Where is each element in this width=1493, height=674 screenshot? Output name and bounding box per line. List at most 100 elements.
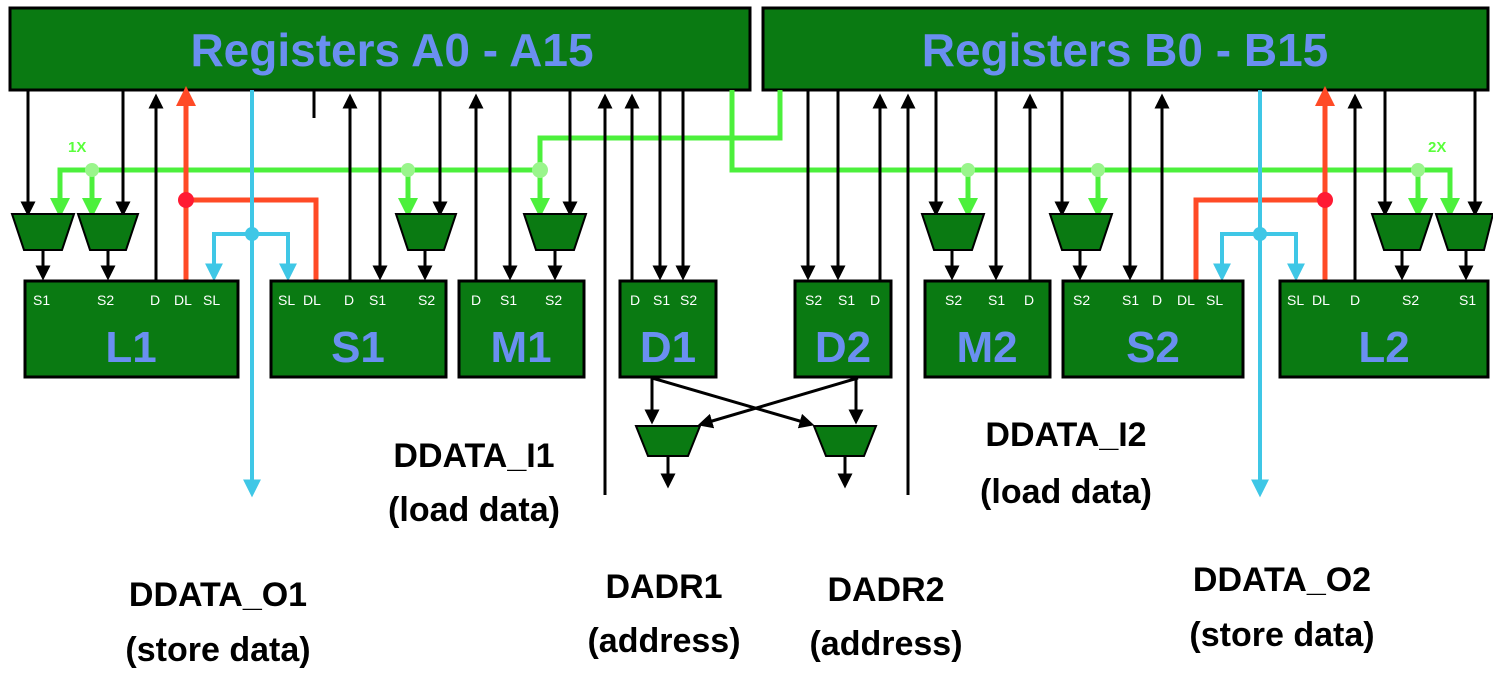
dadr2-desc: (address) xyxy=(809,625,962,663)
unit-l1-port: DL xyxy=(174,292,192,308)
dadr1-desc: (address) xyxy=(587,622,740,660)
unit-l2-port: S1 xyxy=(1459,292,1476,308)
ddata-i1-desc: (load data) xyxy=(388,491,560,529)
ddata-o2-desc: (store data) xyxy=(1189,616,1374,654)
mux-dadr1 xyxy=(634,425,702,457)
unit-s1-port: SL xyxy=(278,292,295,308)
unit-d2-box xyxy=(793,279,893,379)
unit-s2-name: S2 xyxy=(1126,323,1180,372)
unit-s1-box xyxy=(269,279,448,379)
unit-l2-port: D xyxy=(1350,292,1360,308)
junction-dot xyxy=(245,227,259,241)
unit-l2-box xyxy=(1278,279,1490,379)
unit-l2-name: L2 xyxy=(1358,323,1409,372)
unit-s1-name: S1 xyxy=(331,323,385,372)
unit-l1-port: SL xyxy=(203,292,220,308)
unit-l2: SL DL D S2 S1 L2 xyxy=(1278,279,1490,379)
cross-path-2x-label: 2X xyxy=(1428,139,1446,156)
junction-dot xyxy=(532,162,548,178)
mux-m2 xyxy=(920,213,986,251)
unit-s2-port: S2 xyxy=(1073,292,1090,308)
register-file-b-box xyxy=(761,6,1490,92)
unit-m1-name: M1 xyxy=(490,323,551,372)
junction-dot xyxy=(178,192,194,208)
unit-l1-port: S1 xyxy=(33,292,50,308)
unit-l1-name: L1 xyxy=(105,323,156,372)
unit-d2-name: D2 xyxy=(815,323,871,372)
unit-d1-box xyxy=(618,279,718,379)
junction-dot xyxy=(1091,163,1105,177)
junction-dot xyxy=(401,163,415,177)
unit-l2-port: DL xyxy=(1312,292,1330,308)
unit-d2-port: S1 xyxy=(838,292,855,308)
dadr2-name: DADR2 xyxy=(827,571,944,609)
ddata-o1-desc: (store data) xyxy=(125,631,310,669)
mux-l1-s1 xyxy=(10,213,76,251)
unit-s2-port: D xyxy=(1152,292,1162,308)
ddata-i2-desc: (load data) xyxy=(980,473,1152,511)
mux-dadr2 xyxy=(812,425,878,457)
cross-path-1x: 1X xyxy=(50,90,783,218)
unit-l1: S1 S2 D DL SL L1 xyxy=(23,279,240,379)
mux-l2-s2 xyxy=(1370,213,1434,251)
register-wires xyxy=(20,90,1483,495)
unit-s2: S2 S1 D DL SL S2 xyxy=(1061,279,1245,379)
cross-path-1x-label: 1X xyxy=(68,139,86,156)
unit-l2-port: SL xyxy=(1287,292,1304,308)
unit-s1-port: DL xyxy=(303,292,321,308)
unit-m2-port: S2 xyxy=(945,292,962,308)
unit-l1-port: S2 xyxy=(97,292,114,308)
unit-s1: SL DL D S1 S2 S1 xyxy=(269,279,448,379)
unit-s2-port: S1 xyxy=(1122,292,1139,308)
ddata-i1-name: DDATA_I1 xyxy=(393,437,554,475)
unit-m1-port: S2 xyxy=(545,292,562,308)
dadr1-name: DADR1 xyxy=(605,568,722,606)
unit-d2: S2 S1 D D2 xyxy=(793,279,893,379)
cross-path-1x-bus xyxy=(57,90,783,200)
register-file-a: Registers A0 - A15 xyxy=(8,6,752,92)
register-file-a-title: Registers A0 - A15 xyxy=(190,24,593,76)
unit-l1-port: D xyxy=(150,292,160,308)
junction-dot xyxy=(961,163,975,177)
ddata-i2-name: DDATA_I2 xyxy=(985,416,1146,454)
long-data-paths xyxy=(176,86,1335,282)
unit-m2-port: D xyxy=(1024,292,1034,308)
unit-d1-port: S2 xyxy=(680,292,697,308)
mux-s1 xyxy=(394,213,458,251)
ddata-o2-name: DDATA_O2 xyxy=(1193,561,1371,599)
unit-m2-port: S1 xyxy=(988,292,1005,308)
junction-dot xyxy=(85,163,99,177)
unit-d2-port: S2 xyxy=(805,292,822,308)
unit-s1-port: S2 xyxy=(418,292,435,308)
unit-m2-name: M2 xyxy=(956,323,1017,372)
unit-l1-box xyxy=(23,279,240,379)
unit-m2-box xyxy=(923,279,1052,379)
unit-s2-port: DL xyxy=(1177,292,1195,308)
junction-dot xyxy=(1253,227,1267,241)
mux-s2 xyxy=(1048,213,1114,251)
unit-m1-port: D xyxy=(471,292,481,308)
bus-labels: DDATA_I1 (load data) DDATA_I2 (load data… xyxy=(125,416,1374,669)
ddata-o1-name: DDATA_O1 xyxy=(129,576,307,614)
unit-d1: D S1 S2 D1 xyxy=(618,279,718,379)
unit-s1-port: S1 xyxy=(369,292,386,308)
store-data-paths xyxy=(205,90,1305,498)
unit-m1: D S1 S2 M1 xyxy=(457,279,586,379)
unit-m1-box xyxy=(457,279,586,379)
junction-dot xyxy=(1317,192,1333,208)
register-file-b-title: Registers B0 - B15 xyxy=(922,24,1329,76)
mux-l2-s1 xyxy=(1434,213,1493,251)
unit-m1-port: S1 xyxy=(500,292,517,308)
unit-d1-port: D xyxy=(630,292,640,308)
register-file-b: Registers B0 - B15 xyxy=(761,6,1490,92)
unit-d2-port: D xyxy=(870,292,880,308)
mux-m1 xyxy=(522,213,588,251)
unit-s2-box xyxy=(1061,279,1245,379)
unit-m2: S2 S1 D M2 xyxy=(923,279,1052,379)
unit-s2-port: SL xyxy=(1206,292,1223,308)
muxes xyxy=(10,213,1493,251)
unit-d1-port: S1 xyxy=(653,292,670,308)
unit-d1-name: D1 xyxy=(640,323,696,372)
